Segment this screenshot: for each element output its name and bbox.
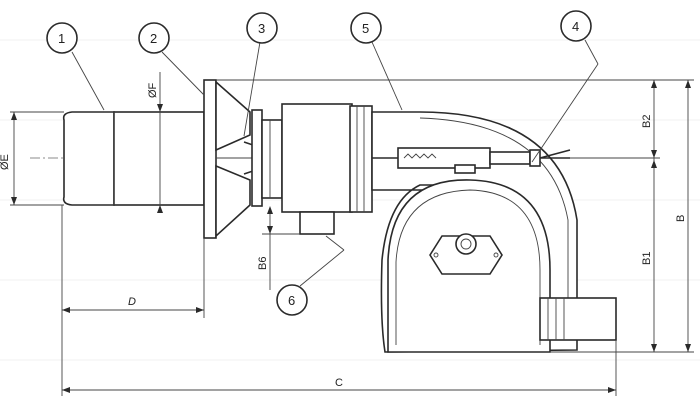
dim-f-label: ØF (147, 82, 159, 98)
callout-6-label: 6 (288, 293, 295, 308)
gas-inlet-port (299, 211, 335, 235)
dim-b6-label: B6 (257, 257, 269, 270)
motor (539, 297, 617, 341)
callout-leaders (71, 39, 599, 287)
housing-ring (349, 105, 373, 213)
dim-e-label: ØE (0, 154, 11, 170)
callout-5: 5 (350, 12, 382, 44)
coupling (251, 109, 283, 207)
callout-4-label: 4 (572, 19, 579, 34)
dim-e: ØE (0, 111, 64, 206)
junction-box (429, 233, 503, 275)
dim-f: ØF (147, 72, 163, 213)
callout-1: 1 (46, 22, 78, 54)
callout-3: 3 (246, 12, 278, 44)
dim-d-label: D (128, 296, 136, 308)
callout-3-label: 3 (258, 21, 265, 36)
ignition-rod (372, 147, 571, 174)
nozzle-tube (62, 111, 205, 206)
dim-b1-label: B1 (641, 252, 653, 265)
motor-housing (281, 103, 353, 213)
callout-6: 6 (276, 284, 308, 316)
mounting-flange (203, 79, 217, 239)
callout-5-label: 5 (362, 21, 369, 36)
callout-2-label: 2 (150, 31, 157, 46)
dim-c-label: C (335, 377, 343, 389)
callout-2: 2 (138, 22, 170, 54)
callout-4: 4 (560, 10, 592, 42)
callout-1-label: 1 (58, 31, 65, 46)
dim-c: C (61, 318, 617, 396)
dim-d: D (61, 205, 205, 318)
dim-b6: B6 (257, 206, 300, 290)
dim-b-label: B (675, 215, 687, 222)
air-diffuser (215, 80, 257, 238)
dim-right (216, 79, 694, 353)
dim-b2-label: B2 (641, 115, 653, 128)
